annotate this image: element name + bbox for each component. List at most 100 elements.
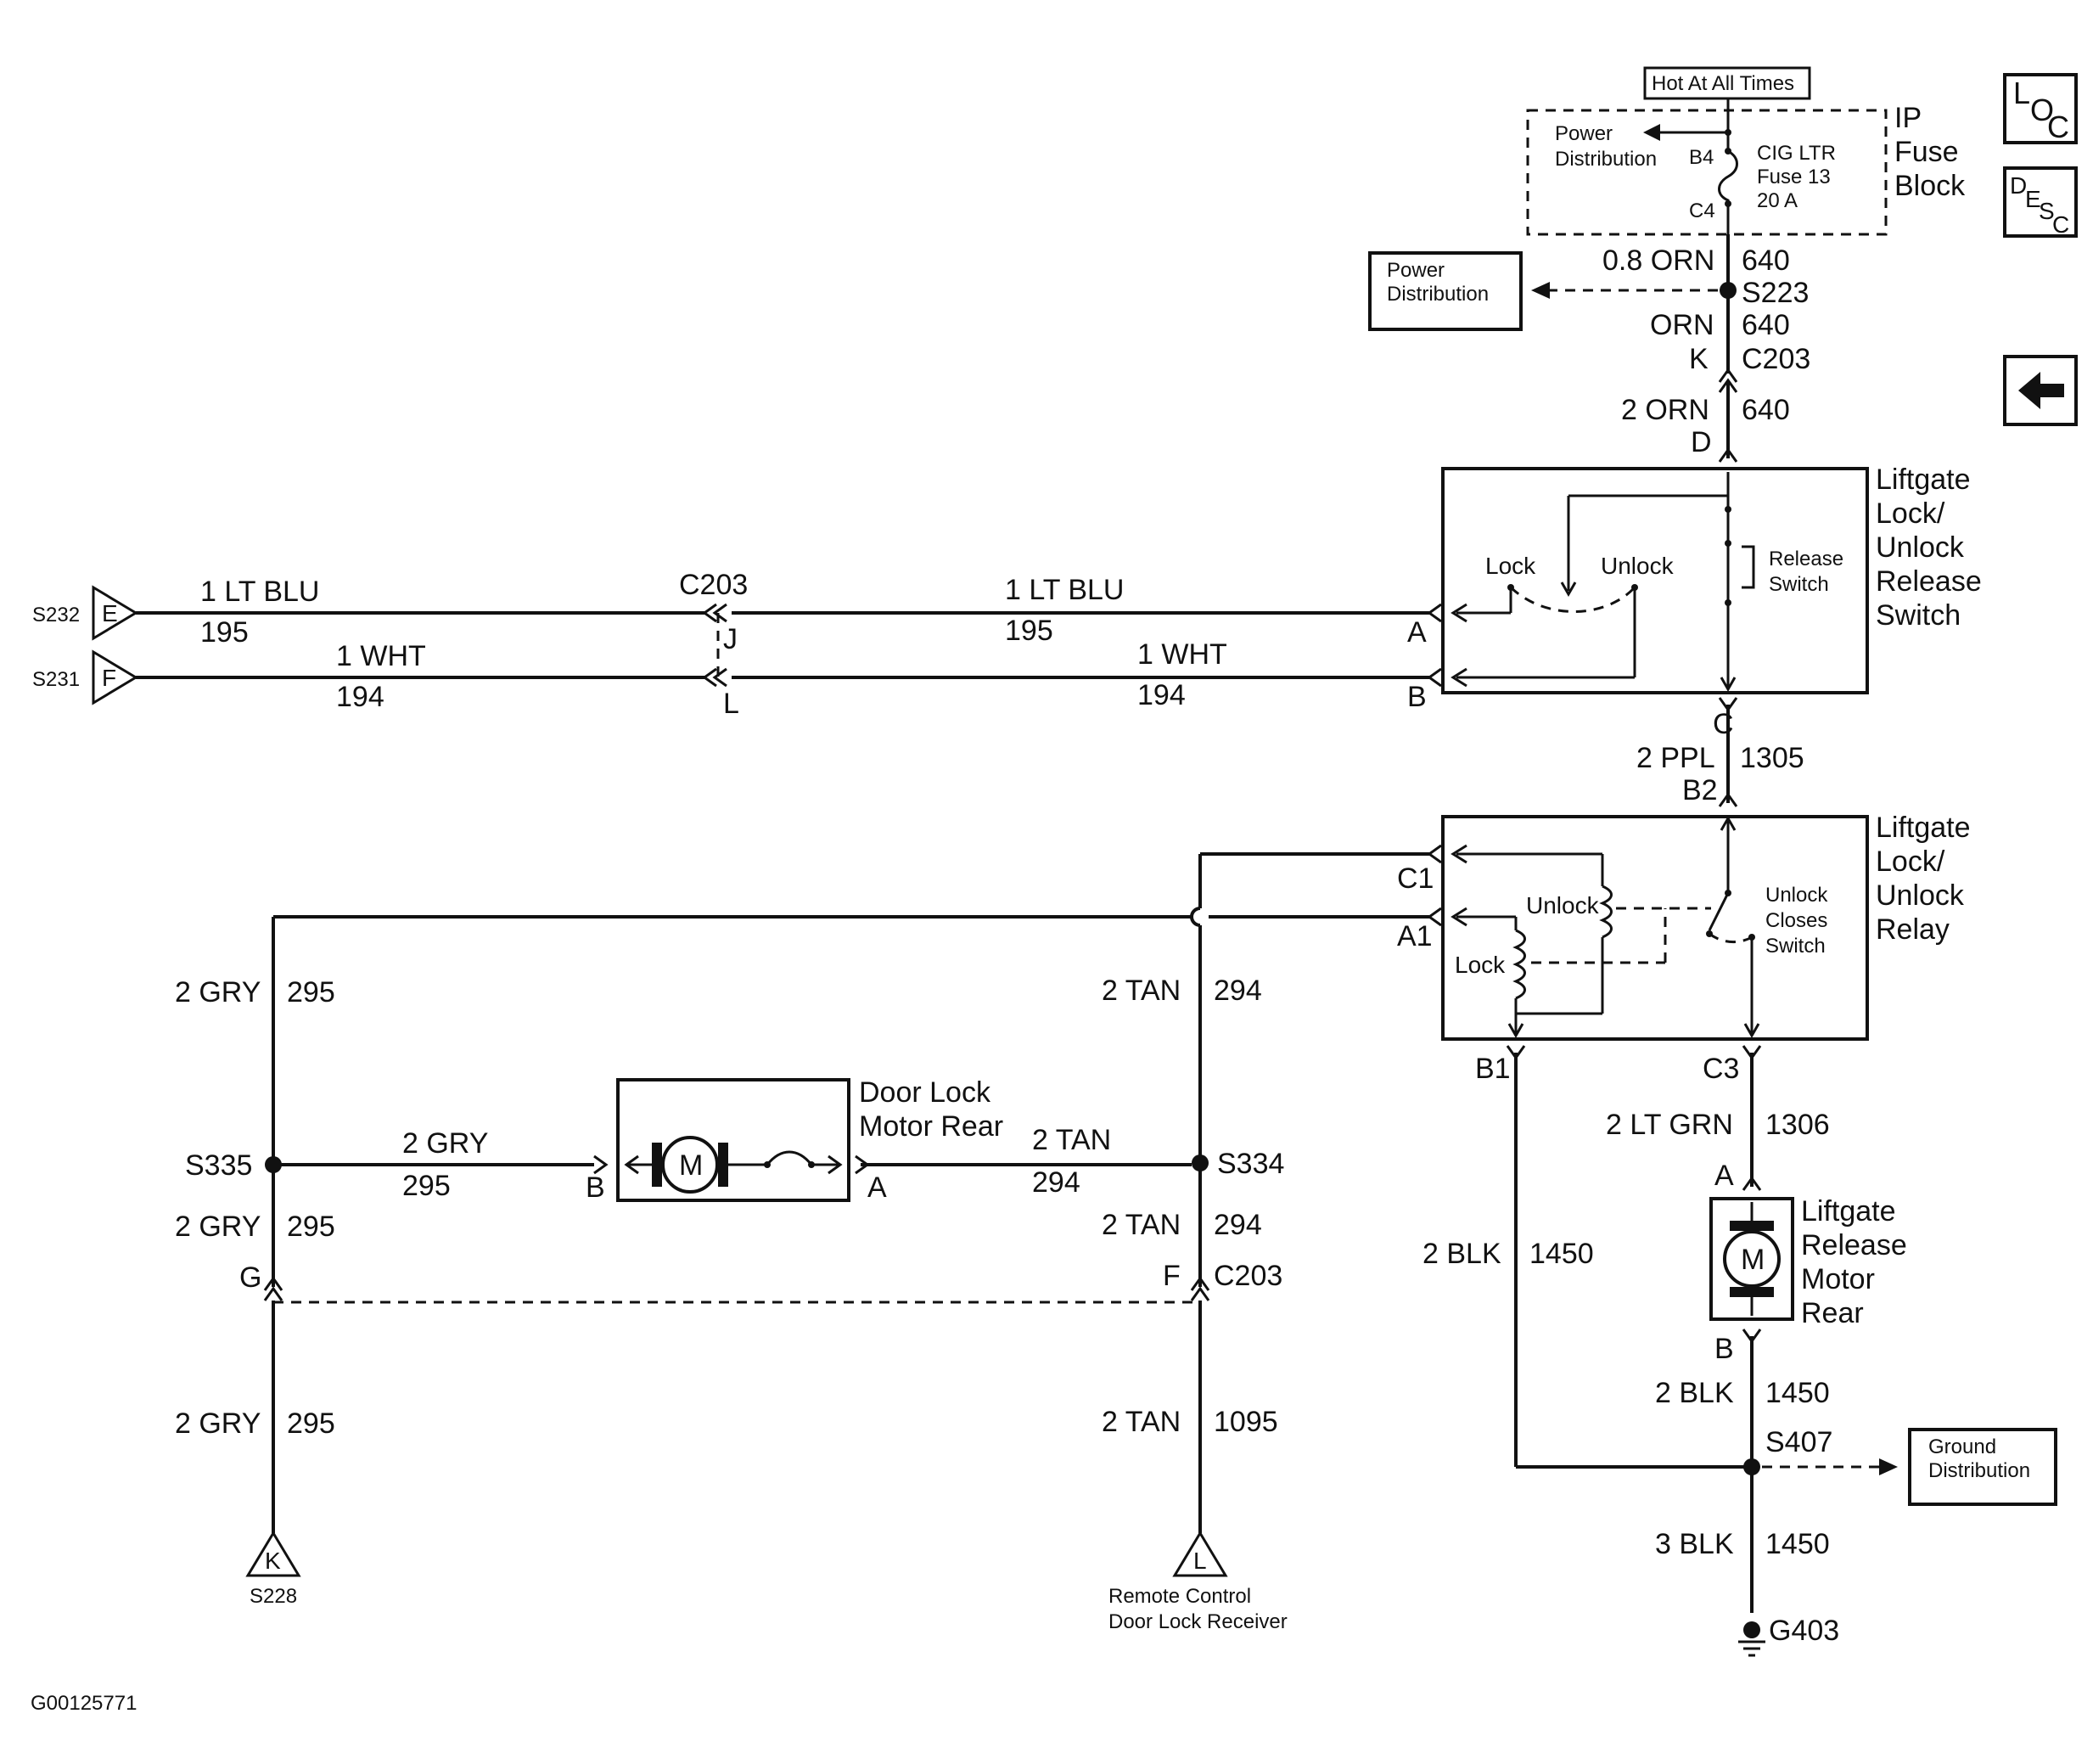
hot-at-all-times-label: Hot At All Times [1652,72,1794,95]
wire-195-gauge-right: 1 LT BLU [1005,574,1124,606]
left-arrow-icon [2018,372,2064,409]
release-switch-label-1: Release [1769,548,1843,570]
loc-button[interactable]: L O C [2003,73,2078,144]
relay-title-1: Liftgate [1876,812,1971,844]
wire-640-circuit-1: 640 [1742,244,1790,277]
pin-l: L [723,688,739,720]
wire-295-gauge-1: 2 GRY [175,976,261,1008]
lock-label: Lock [1485,553,1536,579]
wire-640-gauge-3: 2 ORN [1621,394,1709,426]
wire-295-circuit-4: 295 [287,1407,335,1440]
liftgate-lock-relay-box [1441,815,1869,1041]
splice-s223-label: S223 [1742,277,1809,309]
wire-295-circuit-1: 295 [287,976,335,1008]
power-distribution-box-1: Power [1387,259,1445,282]
power-distribution-box-2: Distribution [1387,283,1489,306]
pin-g: G [239,1261,261,1294]
wire-1306-gauge: 2 LT GRN [1606,1109,1733,1141]
release-switch-title-4: Release [1876,565,1982,598]
pin-b2: B2 [1682,774,1718,806]
receiver-label-2: Door Lock Receiver [1108,1610,1288,1633]
wire-1450-circuit-3: 1450 [1765,1528,1830,1560]
wire-195-circuit-left: 195 [200,616,249,649]
wire-640-circuit-3: 640 [1742,394,1790,426]
relay-switch-blade-icon [1708,892,1730,931]
pin-b-switch: B [1407,681,1427,713]
pin-a-switch: A [1407,616,1427,649]
release-switch-title-1: Liftgate [1876,463,1971,496]
relay-switch-label-2: Closes [1765,909,1827,932]
wire-640-gauge-2: ORN [1650,309,1714,341]
door-lock-pin-a: A [867,1171,887,1204]
svg-text:O: O [2030,93,2054,127]
ground-dist-arrow-icon [1879,1458,1898,1475]
relay-unlock-label: Unlock [1526,892,1600,919]
wire-640-gauge-1: 0.8 ORN [1602,244,1714,277]
figure-id: G00125771 [31,1692,137,1715]
relay-title-2: Lock/ [1876,845,1945,878]
door-lock-motor-box [616,1078,850,1202]
door-lock-title-1: Door Lock [859,1076,991,1109]
ground-g403-icon [1738,1621,1765,1657]
wire-1305-circuit: 1305 [1740,742,1804,774]
fuse-power-dist-2: Distribution [1555,148,1657,171]
pin-a1: A1 [1397,920,1433,952]
relay-title-4: Relay [1876,913,1950,946]
wire-295-gauge-2: 2 GRY [402,1127,488,1160]
wire-294-circuit-2: 294 [1032,1166,1080,1199]
relay-lock-label: Lock [1455,952,1506,978]
wire-294-gauge-3: 2 TAN [1102,1209,1181,1241]
splice-s407-label: S407 [1765,1426,1832,1458]
svg-text:C: C [2052,211,2069,238]
wire-1450-gauge-3: 3 BLK [1655,1528,1734,1560]
wire-1450-gauge-1: 2 BLK [1422,1238,1501,1270]
lock-coil-icon [1512,929,1526,1000]
splice-pack-f-icon [92,649,138,705]
back-button[interactable] [2003,355,2078,426]
wire-294-gauge-2: 2 TAN [1032,1124,1111,1156]
pin-b4: B4 [1689,146,1714,169]
release-motor-title-3: Motor [1801,1263,1875,1295]
ip-fuse-block-outline [1526,109,1888,236]
fuse-icon [1718,143,1738,256]
wire-1305-gauge: 2 PPL [1636,742,1715,774]
splice-pack-e-icon [92,585,138,641]
release-motor-title-1: Liftgate [1801,1195,1896,1227]
door-lock-title-2: Motor Rear [859,1110,1003,1143]
release-switch-label-2: Switch [1769,573,1829,596]
pin-f: F [1163,1260,1181,1292]
pin-c-switch: C [1713,708,1734,740]
pin-b1: B1 [1475,1053,1511,1085]
wire-640-circuit-2: 640 [1742,309,1790,341]
release-motor-title-4: Rear [1801,1297,1864,1329]
svg-text:E: E [2025,186,2041,212]
wire-194-circuit-left: 194 [336,681,384,713]
ground-distribution-box [1908,1428,2057,1506]
wire-295-gauge-3: 2 GRY [175,1211,261,1243]
receiver-label-1: Remote Control [1108,1585,1251,1608]
splice-s232-label: S232 [32,604,80,626]
splice-pack-f: F [102,665,116,691]
fuse-label-3: 20 A [1757,189,1798,212]
desc-button[interactable]: D E S C [2003,166,2078,238]
splice-s335-label: S335 [185,1149,252,1182]
wire-294-gauge-1: 2 TAN [1102,975,1181,1007]
release-switch-title-5: Switch [1876,599,1961,632]
wire-1095-circuit: 1095 [1214,1406,1278,1438]
pin-c4: C4 [1689,199,1715,222]
fuse-label-1: CIG LTR [1757,142,1836,165]
wire-194-gauge-right: 1 WHT [1137,638,1227,671]
splice-pack-k: K [265,1548,281,1574]
splice-s231-label: S231 [32,668,80,691]
door-lock-motor-icon [661,1136,719,1194]
wire-294-circuit-3: 294 [1214,1209,1262,1241]
fuse-label-2: Fuse 13 [1757,166,1831,188]
splice-pack-k-icon [245,1531,301,1577]
liftgate-release-motor-box [1709,1197,1794,1321]
wire-195-circuit-right: 195 [1005,615,1053,647]
ground-g403-label: G403 [1769,1615,1839,1647]
wire-1450-circuit-1: 1450 [1529,1238,1594,1270]
wire-194-gauge-left: 1 WHT [336,640,426,672]
release-motor-pin-a: A [1714,1160,1734,1192]
